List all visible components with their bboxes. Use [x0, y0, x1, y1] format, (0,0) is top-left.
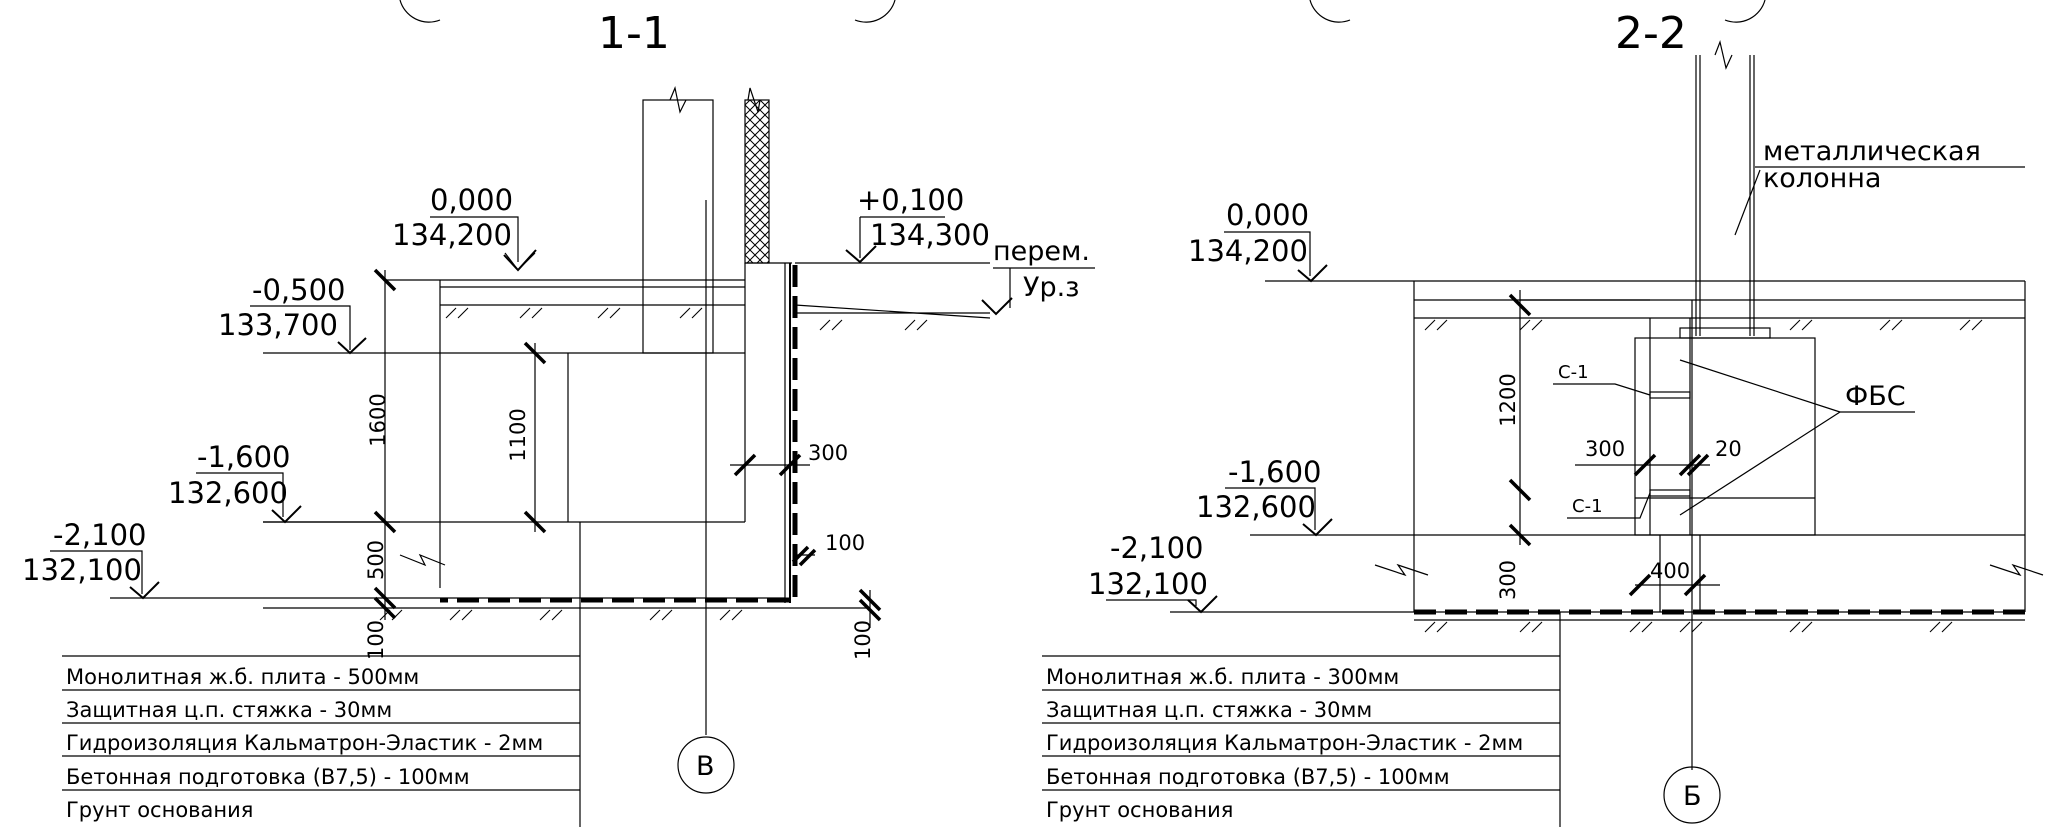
layer-row: Бетонная подготовка (В7,5) - 100мм — [1046, 765, 1450, 789]
fbs-label: ФБС — [1845, 381, 1906, 412]
section-1-title: 1-1 — [598, 8, 670, 59]
svg-text:Ур.з: Ур.з — [1023, 272, 1080, 303]
level-mark-minus1600: -1,600 132,600 — [168, 440, 302, 524]
c1-label: С-1 — [1558, 362, 1589, 383]
axis-marker-b — [1663, 766, 1721, 824]
svg-text:133,700: 133,700 — [218, 308, 338, 342]
cropped-axis-circles — [399, 0, 1766, 23]
level-mark-minus2100-b: -2,100 132,100 — [1088, 531, 1218, 614]
ground-level-mark: перем. Ур.з — [981, 236, 1095, 316]
axis-marker-v — [677, 736, 735, 794]
svg-text:132,600: 132,600 — [1196, 490, 1316, 524]
svg-text:0,000: 0,000 — [1226, 198, 1309, 232]
layer-row: Бетонная подготовка (В7,5) - 100мм — [66, 765, 470, 789]
level-mark-plus0100: +0,100 134,300 — [845, 183, 990, 264]
svg-text:перем.: перем. — [993, 236, 1090, 267]
level-mark-0000-b: 0,000 134,200 — [1188, 198, 1328, 283]
layer-row: Грунт основания — [66, 798, 253, 822]
svg-text:100: 100 — [364, 620, 388, 660]
svg-text:300: 300 — [1496, 560, 1520, 600]
svg-text:300: 300 — [808, 441, 848, 465]
waterproofing — [440, 265, 798, 603]
svg-text:100: 100 — [825, 531, 865, 555]
svg-text:0,000: 0,000 — [430, 183, 513, 217]
break-mark — [669, 85, 687, 114]
layers-table-1: Монолитная ж.б. плита - 500мм Защитная ц… — [62, 522, 581, 827]
svg-text:134,200: 134,200 — [1188, 234, 1308, 268]
section-2-2: 2-2 металлическая колонна — [1042, 8, 2044, 827]
svg-text:132,100: 132,100 — [22, 553, 142, 587]
svg-text:-0,500: -0,500 — [252, 273, 346, 307]
axis-label-b: Б — [1683, 781, 1702, 812]
layer-row: Монолитная ж.б. плита - 300мм — [1046, 665, 1399, 689]
layer-row: Грунт основания — [1046, 798, 1233, 822]
svg-text:-1,600: -1,600 — [197, 440, 291, 474]
section-2-title: 2-2 — [1615, 8, 1687, 59]
svg-text:134,200: 134,200 — [392, 218, 512, 252]
svg-text:300: 300 — [1585, 437, 1625, 461]
level-mark-minus0500: -0,500 133,700 — [218, 273, 367, 355]
svg-text:400: 400 — [1650, 559, 1690, 583]
section-1-1: 1-1 — [22, 8, 1095, 827]
c1-label: С-1 — [1572, 496, 1603, 517]
insulation — [744, 99, 770, 264]
svg-text:-2,100: -2,100 — [1110, 531, 1204, 565]
svg-text:1200: 1200 — [1496, 373, 1520, 426]
break-mark-3 — [399, 553, 446, 567]
level-mark-minus2100: -2,100 132,100 — [22, 518, 160, 600]
level-mark-minus1600-b: -1,600 132,600 — [1196, 455, 1333, 537]
plate-c1 — [1649, 391, 1691, 399]
layer-row: Гидроизоляция Кальматрон-Эластик - 2мм — [66, 731, 543, 755]
svg-text:колонна: колонна — [1763, 163, 1881, 194]
svg-text:134,300: 134,300 — [870, 218, 990, 252]
svg-text:500: 500 — [364, 540, 388, 580]
base-plate — [1679, 327, 1771, 339]
column-label: металлическая — [1763, 136, 1981, 167]
layer-row: Гидроизоляция Кальматрон-Эластик - 2мм — [1046, 731, 1523, 755]
level-mark-0000: 0,000 134,200 — [392, 183, 537, 272]
svg-text:-2,100: -2,100 — [53, 518, 147, 552]
layer-row: Защитная ц.п. стяжка - 30мм — [66, 698, 392, 722]
break-mark-2 — [747, 87, 761, 113]
svg-text:-1,600: -1,600 — [1228, 455, 1322, 489]
layers-table-2: Монолитная ж.б. плита - 300мм Защитная ц… — [1042, 612, 1561, 827]
svg-text:1600: 1600 — [366, 393, 390, 446]
plate-c1 — [1649, 489, 1691, 497]
axis-label-v: В — [696, 751, 715, 782]
layer-row: Защитная ц.п. стяжка - 30мм — [1046, 698, 1372, 722]
svg-text:132,600: 132,600 — [168, 476, 288, 510]
wall — [642, 99, 714, 354]
svg-text:1100: 1100 — [506, 408, 530, 461]
svg-text:20: 20 — [1715, 437, 1742, 461]
svg-text:132,100: 132,100 — [1088, 567, 1208, 601]
layer-row: Монолитная ж.б. плита - 500мм — [66, 665, 419, 689]
svg-text:100: 100 — [851, 620, 875, 660]
svg-text:+0,100: +0,100 — [857, 183, 964, 217]
